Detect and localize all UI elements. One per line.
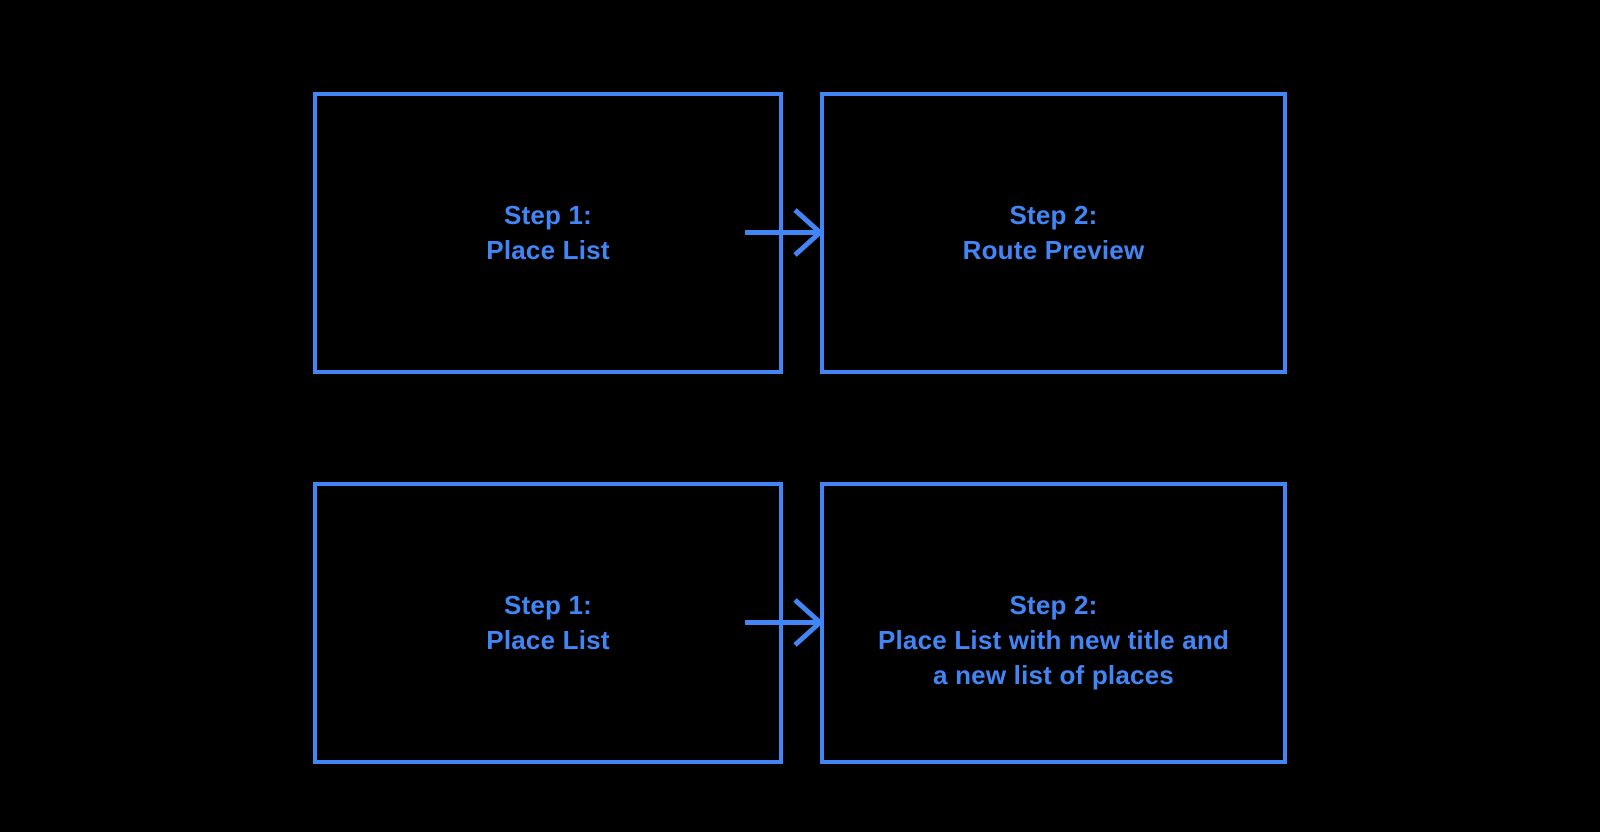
box-label-line: Route Preview bbox=[962, 235, 1145, 265]
box-label-line: Step 2: bbox=[1009, 590, 1098, 620]
flow2-step1-box: Step 1: Place List bbox=[313, 482, 783, 764]
arrow-right-icon bbox=[745, 208, 824, 257]
flow1-step1-label: Step 1: Place List bbox=[317, 198, 779, 268]
flow1-step2-label: Step 2: Route Preview bbox=[824, 198, 1283, 268]
box-label-line: Step 1: bbox=[503, 590, 593, 620]
flow2-step2-box: Step 2: Place List with new title and a … bbox=[820, 482, 1287, 764]
flow2-step2-label: Step 2: Place List with new title and a … bbox=[824, 588, 1283, 693]
box-label-line: Place List bbox=[486, 235, 610, 265]
flow1-step1-box: Step 1: Place List bbox=[313, 92, 783, 374]
box-label-line: Place List with new title and bbox=[877, 625, 1230, 655]
flow2-step1-label: Step 1: Place List bbox=[317, 588, 779, 658]
box-label-line: a new list of places bbox=[933, 660, 1174, 690]
box-label-line: Place List bbox=[486, 625, 610, 655]
box-label-line: Step 1: bbox=[503, 200, 593, 230]
flow1-step2-box: Step 2: Route Preview bbox=[820, 92, 1287, 374]
arrow-right-icon bbox=[745, 598, 824, 647]
box-label-line: Step 2: bbox=[1009, 200, 1098, 230]
